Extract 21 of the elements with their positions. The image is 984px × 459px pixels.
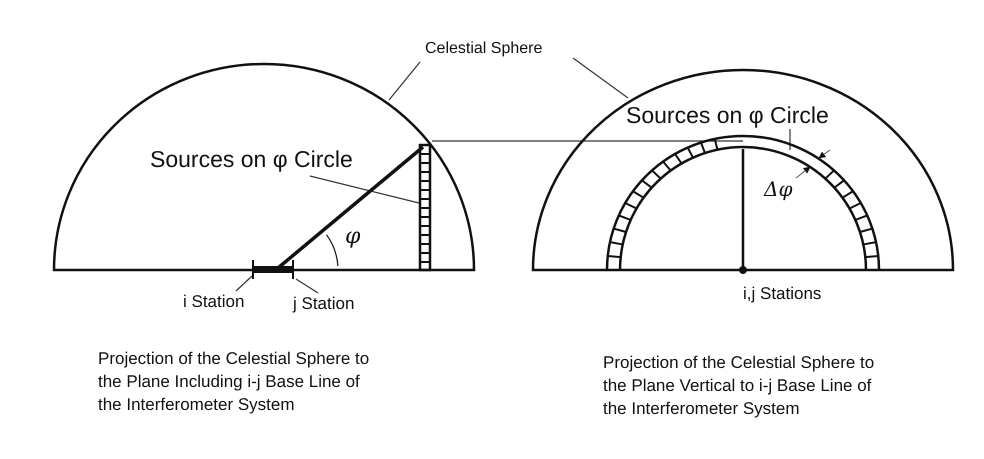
leader-line (236, 276, 252, 292)
part-label: Sources on φ Circle (626, 102, 829, 128)
caption: Projection of the Celestial Sphere to the Plane Including i-j Base Line of the Interferometer System (98, 348, 370, 416)
part-label: i Station (183, 292, 244, 312)
baseline-stations-bar (251, 259, 295, 280)
part-label: Sources on φ Circle (150, 146, 353, 172)
hemisphere-outline (531, 68, 955, 272)
leader-line (572, 58, 628, 98)
dimension-label: Δφ (764, 178, 792, 201)
caption: Projection of the Celestial Sphere to the Plane Vertical to i-j Base Line of the Interferometer System (603, 352, 876, 420)
leader-line (789, 129, 791, 150)
leader-line (388, 62, 420, 100)
projection-line (432, 140, 743, 142)
source-ring (605, 134, 881, 271)
part-label: j Station (293, 294, 354, 314)
source-ladder (418, 143, 432, 272)
leader-line (310, 175, 420, 204)
leader-line (296, 278, 318, 294)
part-label: i,j Stations (743, 284, 822, 304)
part-label: Celestial Sphere (425, 40, 542, 58)
angle-label: φ (345, 224, 360, 250)
